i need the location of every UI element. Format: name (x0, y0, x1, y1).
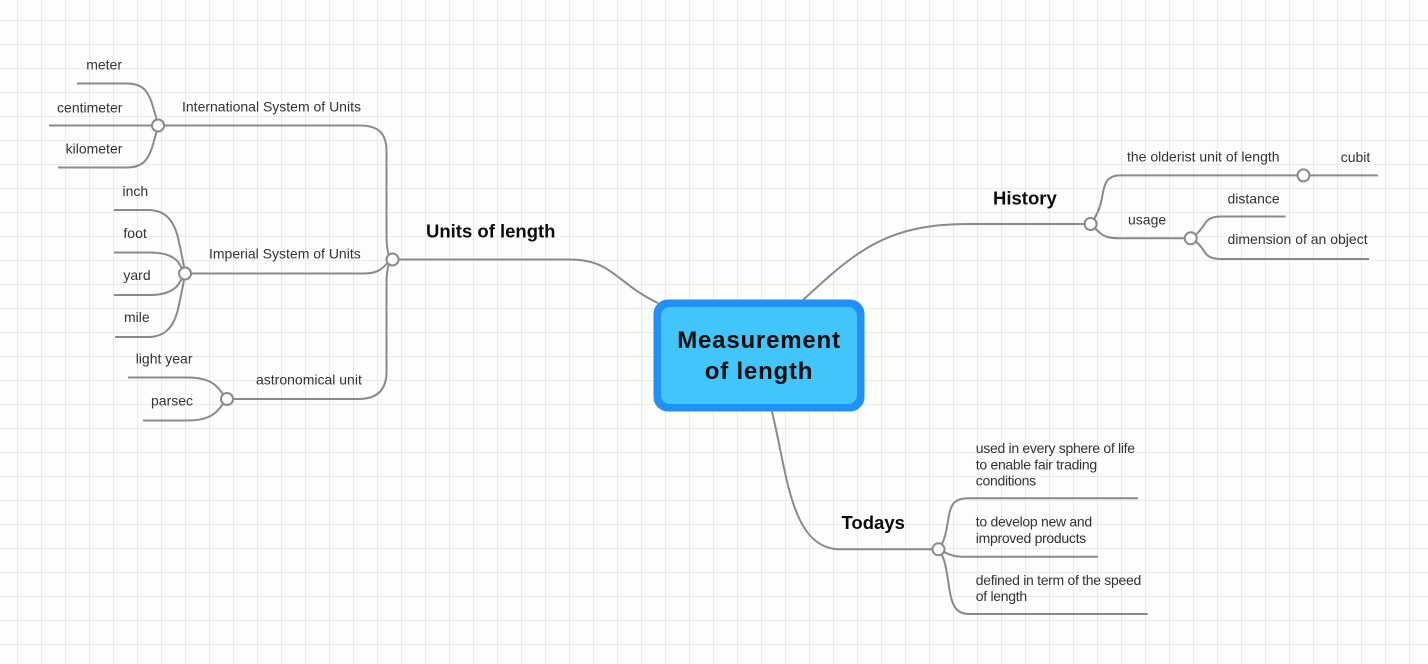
svg-text:light year: light year (136, 351, 193, 367)
svg-text:inch: inch (123, 183, 149, 199)
svg-text:Measurement: Measurement (677, 327, 841, 354)
svg-text:History: History (993, 187, 1057, 208)
svg-text:Units of length: Units of length (426, 221, 555, 242)
svg-text:of length: of length (705, 358, 814, 385)
svg-text:improved products: improved products (976, 530, 1086, 546)
svg-text:the olderist unit of length: the olderist unit of length (1127, 148, 1280, 164)
svg-text:yard: yard (123, 267, 150, 283)
svg-text:centimeter: centimeter (57, 99, 123, 115)
svg-text:conditions: conditions (976, 473, 1036, 489)
svg-text:distance: distance (1228, 190, 1280, 206)
svg-text:mile: mile (124, 309, 150, 325)
svg-text:meter: meter (86, 57, 122, 73)
svg-text:dimension of an object: dimension of an object (1228, 231, 1368, 247)
svg-text:astronomical unit: astronomical unit (256, 372, 362, 388)
svg-text:used in every sphere of life: used in every sphere of life (976, 440, 1135, 456)
svg-text:kilometer: kilometer (66, 141, 123, 157)
svg-text:defined in term of the speed: defined in term of the speed (976, 572, 1141, 588)
svg-text:Imperial System of Units: Imperial System of Units (209, 246, 361, 262)
svg-text:foot: foot (123, 225, 146, 241)
svg-text:to enable fair trading: to enable fair trading (976, 456, 1097, 472)
svg-text:Todays: Todays (842, 512, 905, 533)
svg-text:cubit: cubit (1341, 149, 1371, 165)
svg-text:of length: of length (976, 588, 1027, 604)
svg-text:International System of Units: International System of Units (182, 99, 361, 115)
svg-text:parsec: parsec (151, 393, 193, 409)
svg-text:usage: usage (1128, 211, 1166, 227)
svg-text:to develop new and: to develop new and (976, 513, 1092, 529)
